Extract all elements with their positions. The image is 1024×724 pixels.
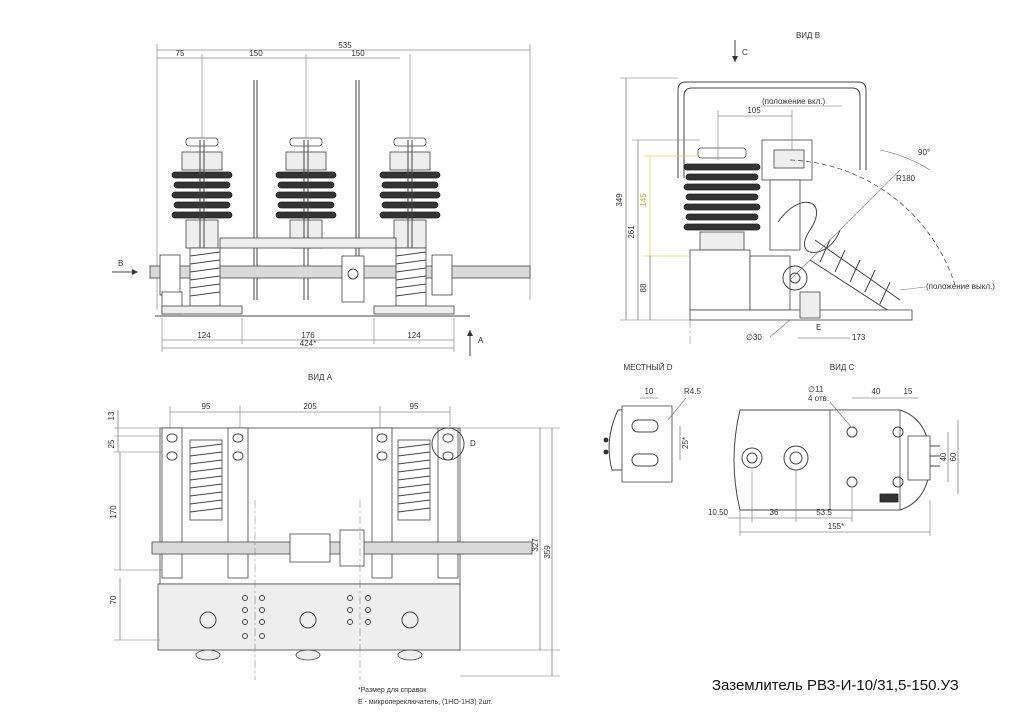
- dim-front-424: 424*: [300, 339, 316, 348]
- side-e-label: E: [816, 323, 821, 332]
- dim-front-176: 176: [301, 331, 315, 340]
- plan-dim-359: 359: [543, 545, 552, 559]
- side-radius: R180: [896, 174, 916, 183]
- front-arrow-a: A: [478, 336, 484, 345]
- side-angle: 90°: [918, 148, 930, 157]
- front-view: 535 75 150 150: [112, 41, 531, 356]
- plan-dim-95b: 95: [410, 402, 419, 411]
- view-c-dia11: ∅11: [808, 385, 824, 394]
- side-view: ВИД B C: [615, 31, 995, 346]
- detail-d: МЕСТНЫЙ D 10 R4.5 25*: [603, 363, 701, 483]
- plan-dim-70: 70: [109, 595, 118, 604]
- insulator-1: [171, 137, 233, 300]
- side-dim-261: 261: [627, 225, 636, 239]
- side-dim-105: 105: [747, 106, 761, 115]
- side-dim-dia30: ∅30: [746, 333, 762, 342]
- plan-spring-1: [189, 439, 223, 521]
- view-c-dim-535: 53.5: [816, 508, 832, 517]
- view-c-holes: 4 отв.: [808, 394, 829, 403]
- view-c-dim-1050: 10.50: [708, 508, 729, 517]
- dim-front-overall: 535: [338, 41, 352, 50]
- view-c: ВИД C ∅11 4 отв. 40 15 40 60: [708, 363, 959, 536]
- side-pos-on: (положение вкл.): [762, 97, 825, 106]
- plan-dim-327: 327: [531, 538, 540, 552]
- plan-base-holes: [199, 595, 419, 639]
- view-c-title: ВИД C: [830, 363, 855, 372]
- side-dim-173: 173: [852, 333, 866, 342]
- side-view-title: ВИД B: [796, 31, 820, 40]
- plan-dim-13: 13: [107, 411, 116, 420]
- plan-slots: [166, 433, 454, 461]
- plan-dim-170: 170: [109, 505, 118, 519]
- spring-2: [395, 247, 427, 307]
- note-reference: *Размер для справок: [358, 687, 427, 694]
- plan-dim-25: 25: [107, 439, 116, 448]
- side-spring: [809, 239, 901, 316]
- plan-view: ВИД A 95 205 95: [107, 373, 560, 706]
- note-microswitch: E - микропереключатель, (1НО-1НЗ) 2шт.: [358, 699, 492, 706]
- view-c-dim-40w: 40: [872, 387, 881, 396]
- view-c-dim-155: 155*: [828, 522, 844, 531]
- spring-1: [189, 247, 221, 307]
- side-dim-145: 145: [639, 193, 648, 207]
- side-dim-88: 88: [639, 283, 648, 292]
- view-c-dim-40h: 40: [939, 452, 948, 461]
- plan-view-title: ВИД A: [308, 373, 333, 382]
- plan-dim-95a: 95: [202, 402, 211, 411]
- drawing-title: Заземлитель РВЗ-И-10/31,5-150.УЗ: [712, 677, 959, 694]
- detail-d-dim-r45: R4.5: [684, 387, 701, 396]
- plan-spring-2: [397, 439, 431, 521]
- plan-dim-205: 205: [303, 402, 317, 411]
- detail-d-title: МЕСТНЫЙ D: [623, 363, 672, 372]
- dim-front-150b: 150: [351, 49, 365, 58]
- dim-front-124a: 124: [197, 331, 211, 340]
- side-arrow-c: C: [742, 48, 748, 57]
- side-pos-off: (положение выкл.): [926, 282, 995, 291]
- view-c-dim-36: 36: [770, 508, 779, 517]
- dim-front-150a: 150: [249, 49, 263, 58]
- detail-d-dim-25: 25*: [681, 437, 690, 449]
- dim-front-75: 75: [176, 49, 185, 58]
- front-arrow-b: B: [118, 259, 123, 268]
- view-c-dim-60: 60: [949, 452, 958, 461]
- plan-detail-d-ref: D: [470, 439, 476, 448]
- view-c-dim-15: 15: [904, 387, 913, 396]
- side-dim-349: 349: [615, 193, 624, 207]
- dim-front-124b: 124: [407, 331, 421, 340]
- detail-d-dim-10: 10: [645, 387, 654, 396]
